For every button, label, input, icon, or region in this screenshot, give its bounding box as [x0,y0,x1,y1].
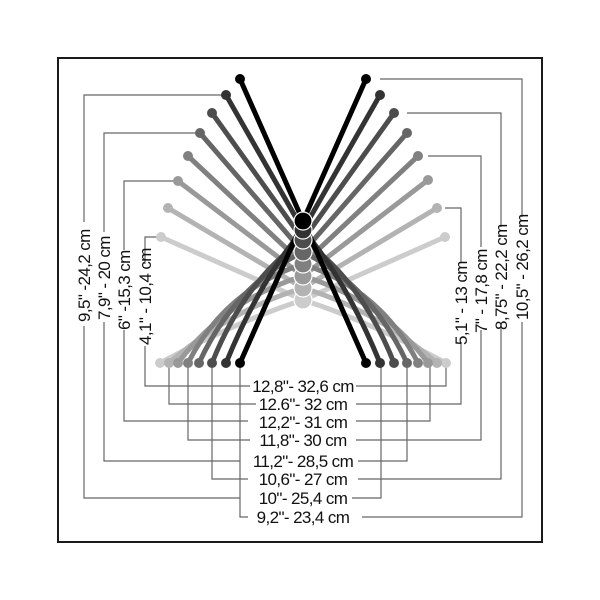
left-label-1: 9,5" -24,2 cm [75,229,94,322]
right-label-2: 7" - 17,8 cm [472,249,491,333]
left-label-4: 4,1" - 10,4 cm [136,248,155,345]
bottom-label-7: 10"- 25,4 cm [259,489,348,508]
right-label-4: 10,5" - 26,2 cm [513,214,532,320]
bottom-label-3: 12,2"- 31 cm [259,413,348,432]
diagram-frame [57,57,543,543]
bottom-label-2: 12.6"- 32 cm [259,395,348,414]
joint-circles [293,211,313,310]
tip-knobs [155,74,451,368]
bottom-label-8: 9,2"- 23,4 cm [257,508,350,527]
bottom-label-5: 11,2"- 28,5 cm [253,452,354,471]
leader-lines [83,78,523,518]
bottom-label-1: 12,8"- 32,6 cm [252,377,354,396]
bottom-label-4: 11,8"- 30 cm [259,431,347,450]
right-label-3: 8,75" - 22,2 cm [492,224,511,330]
right-label-1: 5,1" - 13 cm [452,261,471,345]
bottom-label-6: 10,6"- 27 cm [259,470,348,489]
left-label-3: 6" -15,3 cm [115,250,134,330]
left-label-2: 7,9" - 20 cm [95,236,114,320]
